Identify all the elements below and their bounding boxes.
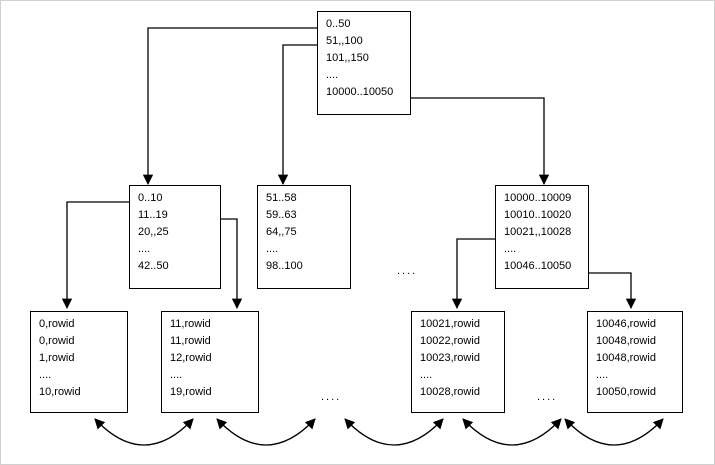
leaf-entry: 11,rowid [170, 318, 211, 330]
leaf-ellipsis: .... [537, 391, 558, 403]
branch-key: 20,,25 [138, 226, 169, 238]
branch-key: 10021,,10028 [504, 226, 572, 238]
arrow-root-to-left-branch [142, 27, 317, 186]
leaf-entry: 10048,rowid [596, 352, 656, 364]
leaf-entry: .... [596, 369, 609, 381]
leaf-entry: 10,rowid [39, 386, 81, 398]
leaf-link-3 [344, 418, 444, 446]
branch-key: 42..50 [138, 260, 169, 272]
leaf-entry: .... [170, 369, 183, 381]
leaf-node-1: 0,rowid 0,rowid 1,rowid .... 10,rowid [30, 311, 128, 413]
root-key: 51,,100 [326, 35, 363, 47]
leaf-entry: 11,rowid [170, 335, 211, 347]
arrow-right-branch-to-leaf4 [574, 272, 637, 310]
branch-key: 64,,75 [266, 226, 297, 238]
branch-key: .... [266, 243, 279, 255]
arrow-left-branch-to-leaf1 [61, 201, 129, 310]
leaf-link-1 [94, 418, 194, 446]
branch-key: 11..19 [138, 209, 168, 221]
branch-key: 0..10 [138, 192, 163, 204]
branch-key: 59..63 [266, 209, 297, 221]
leaf-entry: 10046,rowid [596, 318, 656, 330]
leaf-node-4: 10046,rowid 10048,rowid 10048,rowid ....… [587, 311, 683, 413]
leaf-entry: 0,rowid [39, 318, 75, 330]
leaf-ellipsis: .... [321, 391, 342, 403]
branch-key: 51..58 [266, 192, 297, 204]
leaf-link-2 [216, 418, 316, 446]
leaf-entry: 1,rowid [39, 352, 75, 364]
root-key: 0..50 [326, 18, 351, 30]
root-key: .... [326, 69, 339, 81]
leaf-entry: 10028,rowid [420, 386, 480, 398]
leaf-entry: 19,rowid [170, 386, 212, 398]
leaf-entry: 10050,rowid [596, 386, 656, 398]
branch-key: 10010..10020 [504, 209, 572, 221]
branch-node-left: 0..10 11..19 20,,25 .... 42..50 [129, 185, 221, 289]
leaf-entry: .... [39, 369, 52, 381]
leaf-link-5 [564, 418, 664, 446]
leaf-link-4 [462, 418, 562, 446]
leaf-entry: 10022,rowid [420, 335, 480, 347]
leaf-entry: .... [420, 369, 433, 381]
root-node: 0..50 51,,100 101,,150 .... 10000..10050 [317, 11, 411, 115]
leaf-entry: 10048,rowid [596, 335, 656, 347]
leaf-node-3: 10021,rowid 10022,rowid 10023,rowid ....… [411, 311, 505, 413]
leaf-entry: 0,rowid [39, 335, 75, 347]
branch-ellipsis: .... [397, 265, 418, 277]
root-key: 10000..10050 [326, 86, 394, 98]
leaf-entry: 10021,rowid [420, 318, 480, 330]
root-key: 101,,150 [326, 52, 369, 64]
leaf-entry: 10023,rowid [420, 352, 480, 364]
arrow-root-to-right-branch [411, 97, 550, 186]
branch-node-middle: 51..58 59..63 64,,75 .... 98..100 [257, 185, 351, 289]
leaf-entry: 12,rowid [170, 352, 212, 364]
leaf-node-2: 11,rowid 11,rowid 12,rowid .... 19,rowid [161, 311, 259, 413]
branch-key: .... [138, 243, 151, 255]
branch-key: .... [504, 243, 517, 255]
arrow-root-to-middle-branch [277, 44, 317, 186]
branch-node-right: 10000..10009 10010..10020 10021,,10028 .… [495, 185, 589, 289]
branch-key: 10046..10050 [504, 260, 572, 272]
branch-key: 98..100 [266, 260, 303, 272]
branch-key: 10000..10009 [504, 192, 572, 204]
arrow-right-branch-to-leaf3 [451, 238, 495, 310]
